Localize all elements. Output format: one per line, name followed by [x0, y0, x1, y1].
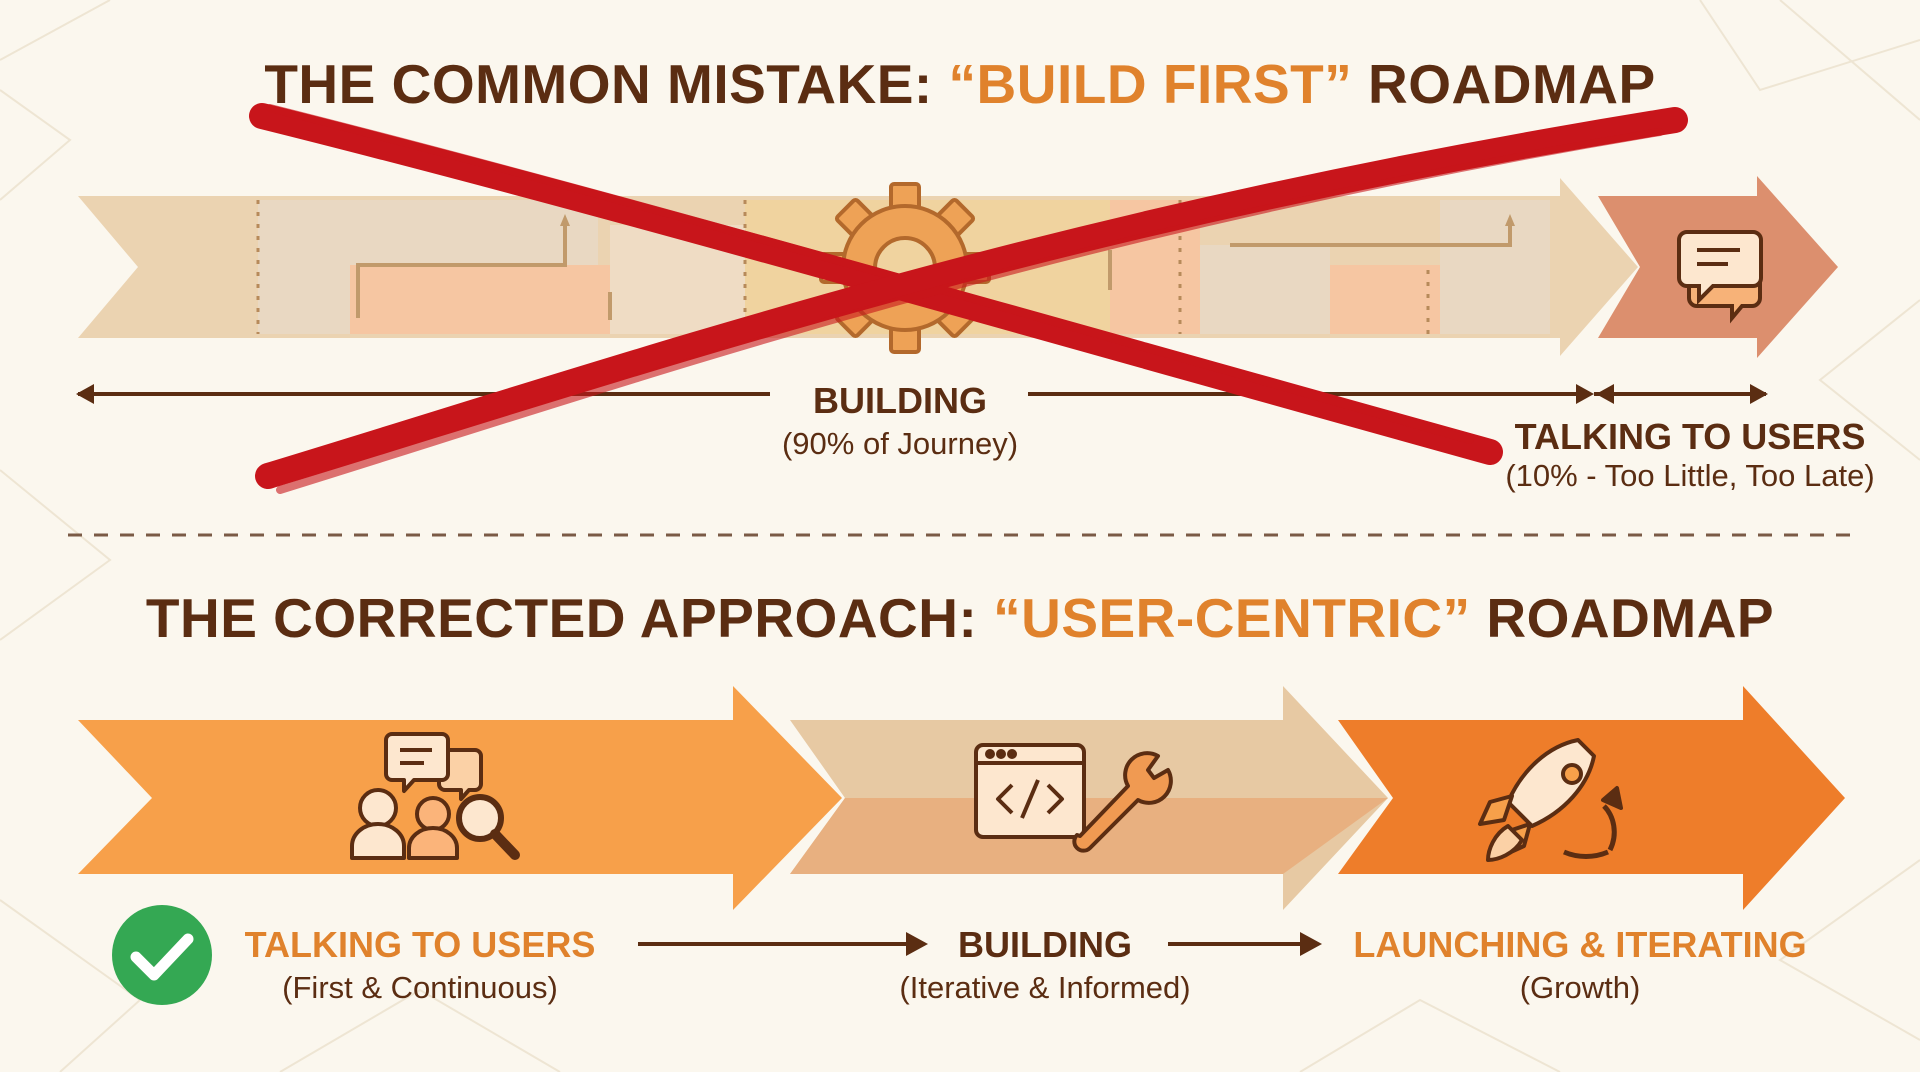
- bottom-title: THE CORRECTED APPROACH: “USER-CENTRIC” R…: [0, 586, 1920, 650]
- top-title-prefix: THE COMMON MISTAKE:: [264, 53, 949, 115]
- step-label-building-sub: (Iterative & Informed): [899, 970, 1191, 1005]
- chat-bubbles-icon: [1677, 230, 1763, 324]
- step-label-talking-main: TALKING TO USERS: [244, 924, 596, 965]
- flow-arrow-2: [1168, 932, 1322, 956]
- check-circle-icon: [112, 905, 212, 1005]
- step-label-building-main: BUILDING: [958, 924, 1132, 965]
- talking-label-sub: (10% - Too Little, Too Late): [1505, 458, 1875, 493]
- rocket-growth-icon: [1478, 738, 1623, 862]
- step-label-launching-sub: (Growth): [1519, 970, 1641, 1005]
- step-label-talking-sub: (First & Continuous): [282, 970, 558, 1005]
- talking-label: TALKING TO USERS (10% - Too Little, Too …: [1480, 416, 1900, 494]
- top-title: THE COMMON MISTAKE: “BUILD FIRST” ROADMA…: [0, 52, 1920, 116]
- top-title-suffix: ROADMAP: [1352, 53, 1656, 115]
- red-cross-out-x: [249, 103, 1688, 494]
- step-label-talking: TALKING TO USERS (First & Continuous): [220, 924, 620, 1006]
- users-chat-search-icon: [350, 732, 520, 860]
- bottom-title-prefix: THE CORRECTED APPROACH:: [145, 587, 994, 649]
- bottom-title-highlight: “USER-CENTRIC”: [993, 587, 1471, 649]
- building-label-sub: (90% of Journey): [781, 426, 1019, 461]
- step-label-building: BUILDING (Iterative & Informed): [870, 924, 1220, 1006]
- flow-arrow-1: [638, 932, 928, 956]
- step-label-launching: LAUNCHING & ITERATING (Growth): [1330, 924, 1830, 1006]
- top-title-highlight: “BUILD FIRST”: [948, 53, 1353, 115]
- step-arrow-launching: [1338, 686, 1845, 910]
- talking-span-line: [1594, 384, 1768, 404]
- step-arrow-building: [790, 686, 1388, 910]
- step-label-launching-main: LAUNCHING & ITERATING: [1353, 924, 1807, 965]
- building-label: BUILDING (90% of Journey): [760, 380, 1040, 462]
- building-label-main: BUILDING: [813, 380, 987, 421]
- talking-label-main: TALKING TO USERS: [1514, 416, 1866, 457]
- bottom-title-suffix: ROADMAP: [1470, 587, 1775, 649]
- code-window-wrench-icon: [974, 743, 1173, 853]
